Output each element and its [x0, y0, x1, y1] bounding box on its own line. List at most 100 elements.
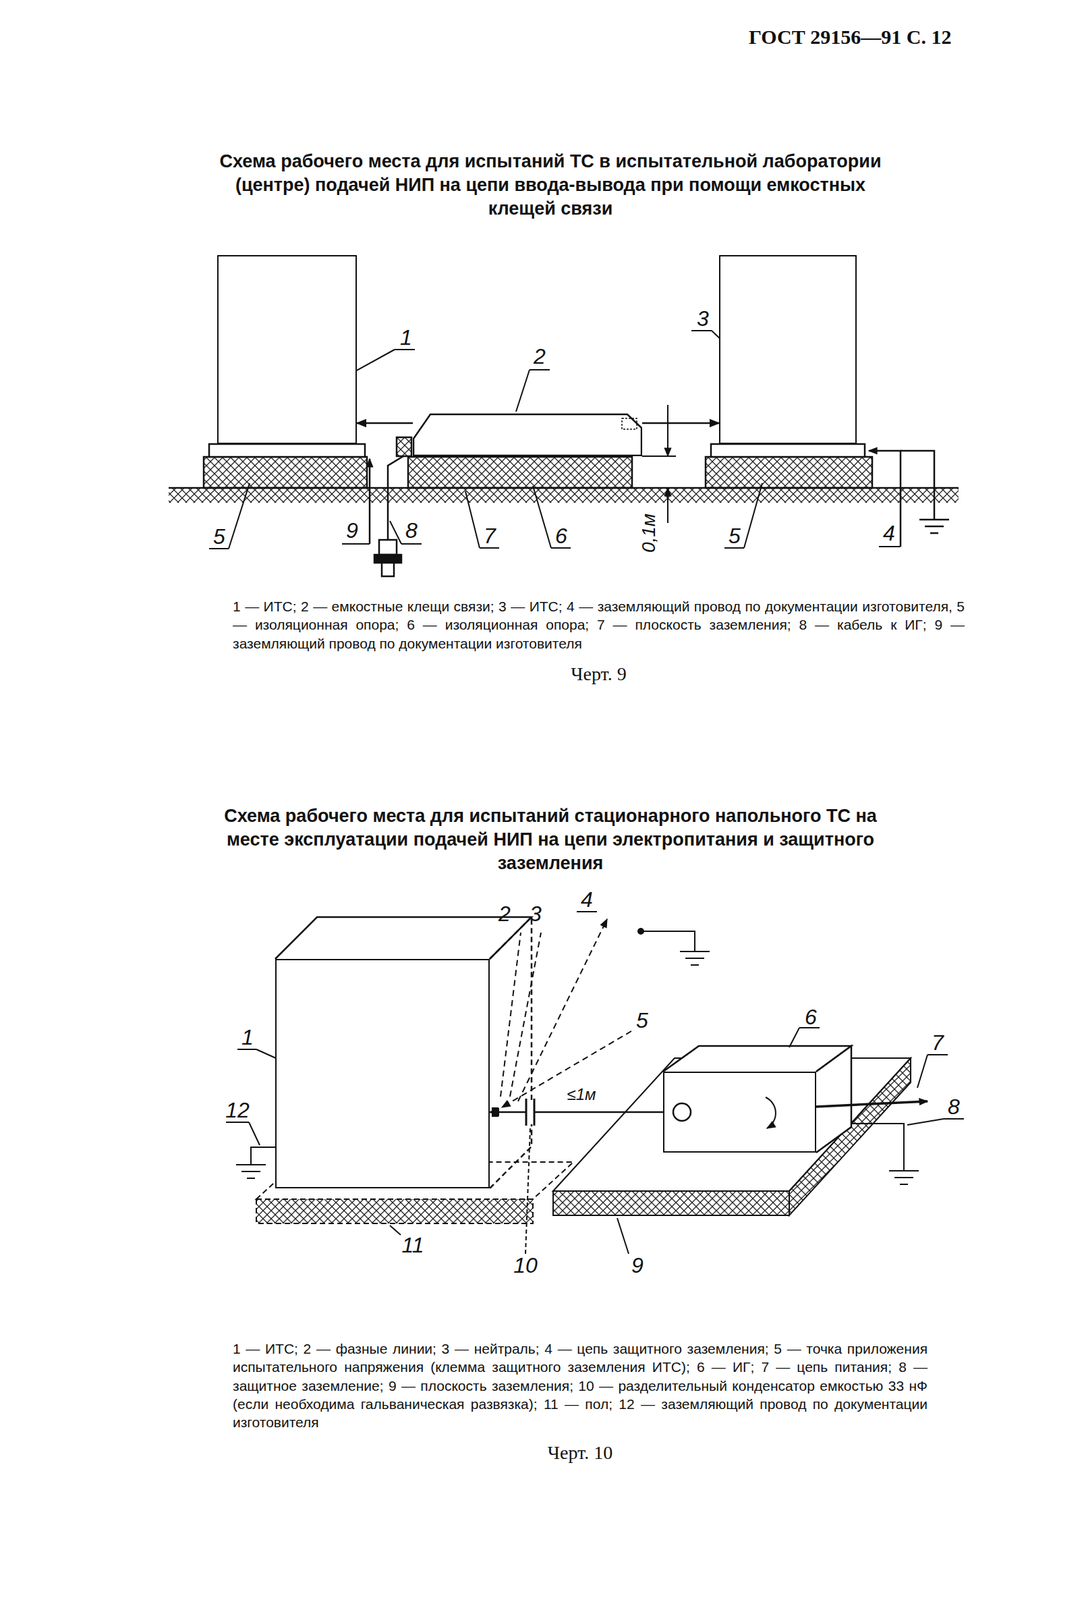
callout-number: 6 [555, 524, 568, 547]
floor-slab [256, 1198, 533, 1223]
power-circuit [816, 1100, 928, 1107]
leader-line [943, 1117, 964, 1120]
callout-number: 9 [346, 519, 359, 541]
equipment-box: 3 [719, 254, 857, 444]
insulating-support [408, 456, 633, 488]
capacitor-symbol [526, 1098, 535, 1126]
ground-plane [168, 487, 959, 503]
grounding-wire [930, 532, 939, 535]
protective-earth [685, 957, 705, 959]
callout-number: 2 [533, 345, 546, 367]
callout-number: 5 [728, 524, 741, 547]
figure-key-block: 1 — ИТС; 2 — емкостные клещи связи; 3 — … [232, 596, 965, 685]
dimension-line [667, 487, 669, 523]
callout-number: 8 [947, 1095, 960, 1118]
power-circuit [816, 1100, 928, 1107]
leader-line [209, 547, 229, 550]
equipment-faces [489, 916, 532, 1188]
figure-caption: Черт. 9 [232, 663, 965, 685]
callout-number: 4 [882, 522, 896, 544]
cable-to-generator [381, 562, 394, 577]
cable-to-generator [374, 554, 402, 563]
insulating-support [705, 456, 873, 488]
figure-key: 1 — ИТС; 2 — фазные линии; 3 — нейтраль;… [232, 1338, 928, 1431]
grounding-wire [368, 458, 372, 544]
clamp-shape [621, 418, 637, 430]
generator-symbol [664, 1072, 815, 1151]
grounding-wire [868, 450, 901, 547]
leader-line [394, 348, 415, 351]
dimension-line [642, 455, 676, 457]
leader-line [516, 369, 530, 412]
capacitor-symbol [533, 1098, 536, 1126]
ground-plane [168, 487, 959, 503]
protective-earth [679, 950, 710, 952]
leader-line [389, 520, 402, 544]
leader-line [576, 910, 597, 912]
figure-caption: Черт. 10 [232, 1441, 928, 1464]
leader-line [389, 1224, 401, 1235]
leader-line [401, 543, 422, 545]
figure-title: Схема рабочего места для испытаний ТС в … [206, 149, 895, 221]
callout-number: 3 [696, 307, 709, 330]
edge-label: ≤1м [564, 1085, 599, 1103]
leader-line [237, 1048, 257, 1050]
supply-lines [500, 918, 632, 1107]
coupling-clamp: 2 [412, 412, 643, 456]
equipment-faces [816, 1045, 852, 1153]
protective-earth [250, 1146, 276, 1165]
leader-line [551, 547, 571, 549]
capacitor-symbol [525, 1098, 528, 1126]
supply-lines [501, 1030, 632, 1107]
leader-line [691, 329, 712, 332]
protective-earth [690, 963, 699, 966]
connector-line [489, 1110, 664, 1114]
supply-lines [518, 918, 608, 1101]
figure-key: 1 — ИТС; 2 — емкостные клещи связи; 3 — … [232, 596, 965, 653]
callout-number: 6 [804, 1005, 817, 1028]
leader-line [907, 1118, 944, 1125]
protective-earth [899, 1183, 908, 1185]
leader-line [248, 1121, 260, 1145]
grounding-wire [924, 525, 944, 528]
equipment-faces [275, 916, 852, 1188]
insulating-support [209, 443, 365, 457]
leader-line [225, 911, 964, 1254]
callout-number: 12 [225, 1098, 250, 1121]
callout-number: 3 [529, 902, 542, 925]
leader-line [917, 1054, 928, 1088]
grounding-wire [900, 450, 935, 520]
figure-title: Схема рабочего места для испытаний стаци… [206, 804, 895, 875]
supply-lines [509, 932, 541, 1097]
protective-earth [241, 1170, 261, 1172]
callout-number: 7 [483, 524, 496, 547]
callout-number: 4 [580, 888, 593, 910]
callout-number: 1 [241, 1025, 254, 1048]
generator-symbol [673, 1102, 691, 1121]
ground-plane [553, 1190, 790, 1215]
leader-line [927, 1053, 948, 1055]
callout-number: 2 [498, 902, 511, 925]
clamp-shape [412, 412, 643, 456]
cable-to-generator [379, 539, 397, 555]
figure-key-block: 1 — ИТС; 2 — фазные линии; 3 — нейтраль;… [232, 1338, 928, 1464]
leader-line [341, 543, 370, 545]
cable-to-generator [374, 437, 412, 577]
page-header: ГОСТ 29156—91 С. 12 [748, 25, 952, 49]
leader-line [228, 482, 250, 549]
dimension-label: 0,1м [639, 513, 659, 553]
insulating-support [203, 456, 367, 488]
connector-line [642, 422, 720, 425]
protective-earth [889, 1169, 919, 1172]
insulating-support [710, 443, 865, 457]
callout-number: 7 [931, 1031, 944, 1053]
leader-line [744, 482, 763, 548]
protective-earth [236, 1163, 266, 1165]
leader-line [878, 545, 901, 548]
cable-to-generator [396, 437, 412, 456]
callout-number: 5 [213, 525, 226, 548]
callout-number: 1 [400, 326, 413, 349]
protective-earth [851, 1123, 904, 1171]
equipment-box: 1 [217, 254, 357, 444]
capacitor-symbol [526, 1099, 534, 1124]
